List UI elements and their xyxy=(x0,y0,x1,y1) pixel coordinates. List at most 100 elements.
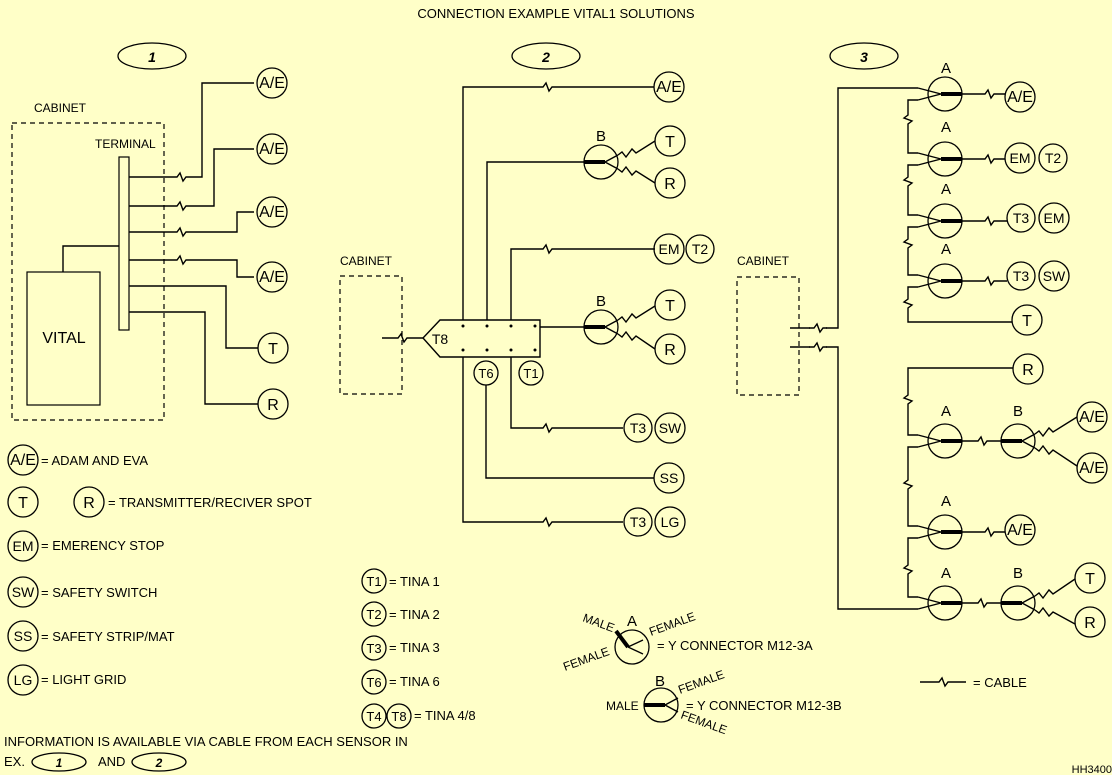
example-number-3: 3 xyxy=(829,42,899,70)
svg-text:EM: EM xyxy=(13,538,34,554)
vital-label: VITAL xyxy=(42,330,85,347)
svg-text:A: A xyxy=(941,60,951,77)
svg-text:A/E: A/E xyxy=(10,452,36,469)
svg-text:SW: SW xyxy=(1043,268,1066,284)
sensor-t3-em: T3 EM xyxy=(1006,202,1070,234)
svg-text:A/E: A/E xyxy=(259,75,285,92)
svg-text:T: T xyxy=(268,341,278,358)
svg-text:= TINA 3: = TINA 3 xyxy=(389,640,440,655)
y-connector-b-lower: B xyxy=(583,293,656,350)
svg-text:B: B xyxy=(655,673,665,690)
svg-text:FEMALE: FEMALE xyxy=(676,667,726,697)
cabinet-label-2: CABINET xyxy=(340,254,393,268)
svg-text:A: A xyxy=(941,403,951,420)
sensor-t-1: T xyxy=(257,332,289,364)
terminal-strip xyxy=(118,156,130,331)
sensor-t-5: T xyxy=(1074,562,1106,594)
legend-y-connector-a: A MALE FEMALE FEMALE = Y CONNECTOR M12-3… xyxy=(561,609,813,674)
svg-text:EM: EM xyxy=(1044,210,1065,226)
terminal-label: TERMINAL xyxy=(95,137,156,151)
cabinet-box-2 xyxy=(339,275,403,395)
svg-text:T6: T6 xyxy=(366,675,381,690)
svg-text:T: T xyxy=(1022,313,1032,330)
sensor-ss: SS xyxy=(653,462,685,494)
svg-text:A/E: A/E xyxy=(1007,89,1033,106)
svg-text:= TINA 6: = TINA 6 xyxy=(389,674,440,689)
legend-tr: T R = TRANSMITTER/RECIVER SPOT xyxy=(7,486,312,518)
sensor-r-2: R xyxy=(654,167,686,199)
svg-text:R: R xyxy=(1022,362,1034,379)
example-number-1: 1 xyxy=(117,42,187,70)
legend-lg: LG = LIGHT GRID xyxy=(7,664,126,696)
svg-text:FEMALE: FEMALE xyxy=(561,644,611,674)
sensor-r-3: R xyxy=(654,333,686,365)
svg-text:SS: SS xyxy=(14,628,33,644)
tina-t6-2: T6 xyxy=(473,360,499,386)
svg-text:R: R xyxy=(83,495,95,512)
svg-text:A: A xyxy=(941,241,951,258)
svg-text:= Y CONNECTOR M12-3B: = Y CONNECTOR M12-3B xyxy=(686,698,842,713)
svg-text:= TINA 4/8: = TINA 4/8 xyxy=(414,708,476,723)
svg-text:T1: T1 xyxy=(366,574,381,589)
svg-text:EM: EM xyxy=(1010,150,1031,166)
svg-text:SW: SW xyxy=(659,420,682,436)
y-connector-a-5: A xyxy=(917,403,963,459)
svg-text:T3: T3 xyxy=(1013,210,1030,226)
svg-text:T: T xyxy=(665,298,675,315)
legend-t2: T2 = TINA 2 xyxy=(361,601,440,627)
svg-text:B: B xyxy=(596,128,606,145)
svg-text:T4: T4 xyxy=(366,709,381,724)
svg-text:FEMALE: FEMALE xyxy=(647,609,697,639)
svg-text:A/E: A/E xyxy=(259,204,285,221)
svg-text:= LIGHT GRID: = LIGHT GRID xyxy=(41,672,126,687)
cabinet-label-1: CABINET xyxy=(34,101,87,115)
example-number-2: 2 xyxy=(511,42,581,70)
svg-text:A: A xyxy=(941,119,951,136)
sensor-t3-lg: T3 LG xyxy=(623,506,686,538)
legend-t48: T4 T8 = TINA 4/8 xyxy=(361,703,476,729)
y-connector-a-7: A xyxy=(917,565,963,621)
cabinet-box-3 xyxy=(736,276,800,396)
sensor-t-3: T xyxy=(654,289,686,321)
sensor-t3-sw: T3 SW xyxy=(623,412,686,444)
svg-text:T6: T6 xyxy=(478,366,493,381)
sensor-ae-5: A/E xyxy=(653,71,685,103)
sensor-em-1: EM T2 xyxy=(653,233,715,265)
svg-text:B: B xyxy=(1013,403,1023,420)
svg-text:T: T xyxy=(18,495,28,512)
svg-text:A: A xyxy=(941,181,951,198)
svg-text:A/E: A/E xyxy=(1079,460,1105,477)
legend-em: EM = EMERENCY STOP xyxy=(7,530,164,562)
sensor-r-5: R xyxy=(1074,606,1106,638)
svg-text:T2: T2 xyxy=(366,607,381,622)
svg-text:AND: AND xyxy=(98,754,125,769)
svg-text:A/E: A/E xyxy=(259,141,285,158)
svg-text:3: 3 xyxy=(860,49,868,65)
footer-example-2: 2 xyxy=(131,752,187,772)
sensor-ae-4: A/E xyxy=(256,261,288,293)
cabinet-box-1 xyxy=(11,122,165,421)
y-connector-b-4: B xyxy=(1000,565,1076,625)
svg-text:T: T xyxy=(1085,571,1095,588)
svg-text:T8: T8 xyxy=(391,709,406,724)
svg-text:A/E: A/E xyxy=(259,269,285,286)
svg-text:A: A xyxy=(941,565,951,582)
sensor-ae-8: A/E xyxy=(1076,452,1108,484)
y-connector-a-4: A xyxy=(917,241,963,299)
legend-ss: SS = SAFETY STRIP/MAT xyxy=(7,620,175,652)
svg-text:B: B xyxy=(1013,565,1023,582)
cabinet-label-3: CABINET xyxy=(737,254,790,268)
sensor-ae-3: A/E xyxy=(256,196,288,228)
legend-t6: T6 = TINA 6 xyxy=(361,669,440,695)
svg-text:= TINA 2: = TINA 2 xyxy=(389,607,440,622)
example-2: CABINET T8 T6 T1 xyxy=(339,71,715,538)
svg-text:1: 1 xyxy=(148,49,156,65)
sensor-ae-6: A/E xyxy=(1004,81,1036,113)
svg-text:T2: T2 xyxy=(692,241,709,257)
svg-text:SW: SW xyxy=(12,584,35,600)
sensor-t-4: T xyxy=(1011,304,1043,336)
diagram-title: CONNECTION EXAMPLE VITAL1 SOLUTIONS xyxy=(417,6,694,21)
svg-text:A/E: A/E xyxy=(1007,522,1033,539)
svg-text:A/E: A/E xyxy=(1079,409,1105,426)
